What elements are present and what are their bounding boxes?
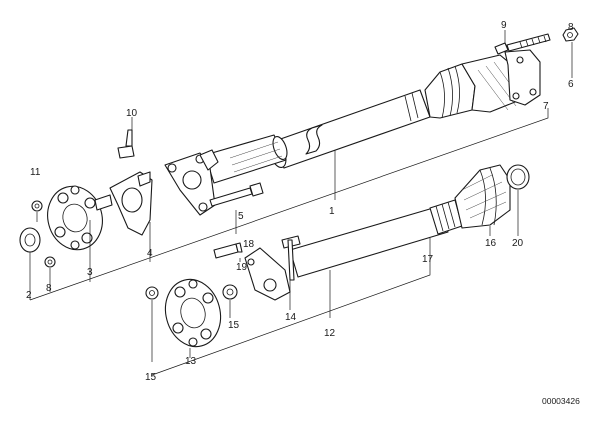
main-drive-tube <box>269 89 431 169</box>
triangular-flange <box>164 149 219 216</box>
bolt-horizontal-upper <box>209 182 264 207</box>
callout-18: 18 <box>243 239 255 250</box>
nut-8-left <box>44 256 56 268</box>
bolt-18 <box>213 242 243 259</box>
callout-labels: 1 2 3 4 5 6 7 8 8 9 10 11 12 13 14 15 16… <box>26 20 574 383</box>
callout-12: 12 <box>324 328 336 339</box>
callout-5: 5 <box>238 211 244 222</box>
leader-lines <box>29 30 573 376</box>
centering-bushing <box>19 227 41 253</box>
callout-14: 14 <box>285 312 297 323</box>
lower-drive-tube <box>289 199 463 278</box>
callout-15-left: 15 <box>145 372 157 383</box>
nut-15-left <box>145 286 159 300</box>
callout-4: 4 <box>147 248 153 259</box>
callout-19: 19 <box>236 262 248 273</box>
bolt-with-spring <box>494 33 551 55</box>
support-bracket <box>244 247 291 301</box>
callout-3: 3 <box>87 267 93 278</box>
callout-17: 17 <box>422 254 434 265</box>
callout-1: 1 <box>329 206 335 217</box>
nut-11 <box>31 200 43 212</box>
callout-9: 9 <box>501 20 507 31</box>
callout-10: 10 <box>126 108 138 119</box>
slip-yoke <box>454 164 511 229</box>
callout-2: 2 <box>26 290 32 301</box>
end-flange <box>504 49 541 106</box>
callout-7: 7 <box>543 101 549 112</box>
nut-small-upper <box>562 27 579 42</box>
callout-6: 6 <box>568 79 574 90</box>
nut-15-middle <box>222 284 238 300</box>
callout-11: 11 <box>30 167 41 178</box>
flex-disc-lower <box>164 278 222 348</box>
drawing-reference-code: 00003426 <box>542 396 580 406</box>
callout-8-left: 8 <box>46 283 52 294</box>
tube-stub <box>204 134 288 184</box>
callout-13: 13 <box>185 356 197 367</box>
bolt-vertical-upper <box>117 129 135 159</box>
boot-housing <box>424 54 521 119</box>
bolt-19 <box>281 235 301 281</box>
flex-disc-upper <box>47 185 113 251</box>
callout-16: 16 <box>485 238 497 249</box>
callout-8-upper: 8 <box>568 22 574 33</box>
callout-15-middle: 15 <box>228 320 240 331</box>
yoke-flange <box>109 171 153 236</box>
sealing-ring <box>506 164 530 190</box>
callout-20: 20 <box>512 238 524 249</box>
